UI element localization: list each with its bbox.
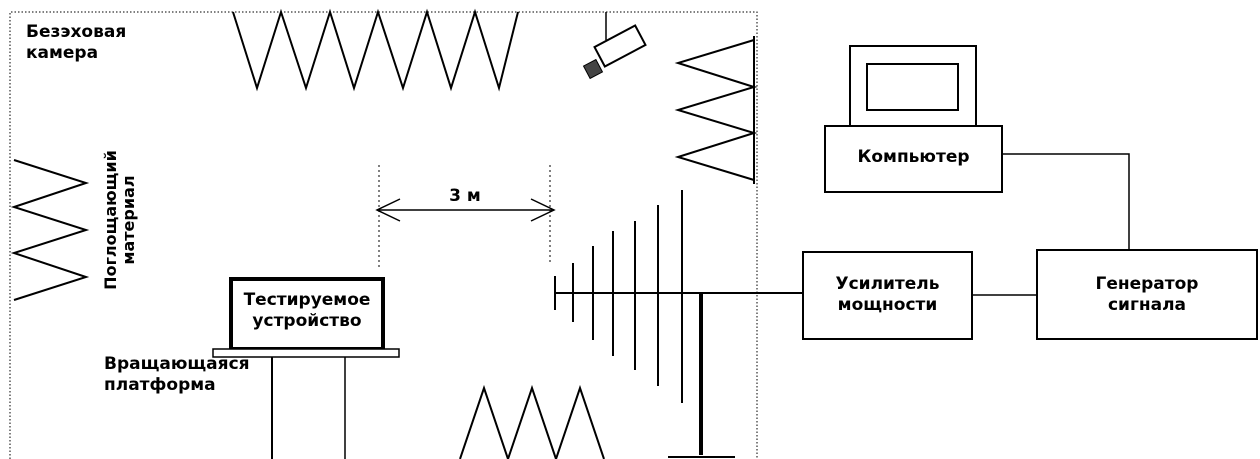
- left-absorber-cones: [10, 159, 90, 301]
- chamber-label: Безэховая камера: [26, 22, 127, 63]
- chamber-wall: [9, 11, 758, 459]
- bottom-absorber-cones: [459, 384, 605, 459]
- computer-generator-link: [1002, 153, 1130, 250]
- amplifier-box: [802, 251, 973, 340]
- antenna-icon: [554, 190, 803, 458]
- computer-box: [824, 125, 1003, 193]
- dut-box: [229, 277, 385, 351]
- generator-label: Генератор сигнала: [1095, 274, 1199, 315]
- generator-box: [1036, 249, 1258, 340]
- distance-label: 3 м: [449, 186, 481, 206]
- amplifier-label: Усилитель мощности: [835, 274, 940, 315]
- right-absorber-cones: [674, 39, 758, 181]
- computer-label: Компьютер: [857, 147, 970, 167]
- distance-arrow: [375, 198, 556, 222]
- top-absorber-cones: [232, 8, 519, 92]
- absorber-label: Поглощающий материал: [101, 150, 138, 290]
- dut-label: Тестируемое устройство: [243, 290, 371, 331]
- rotating-platform: [212, 348, 400, 358]
- platform-label: Вращающаяся платформа: [104, 354, 250, 395]
- monitor-icon: [849, 45, 977, 127]
- camera-icon: [582, 12, 647, 80]
